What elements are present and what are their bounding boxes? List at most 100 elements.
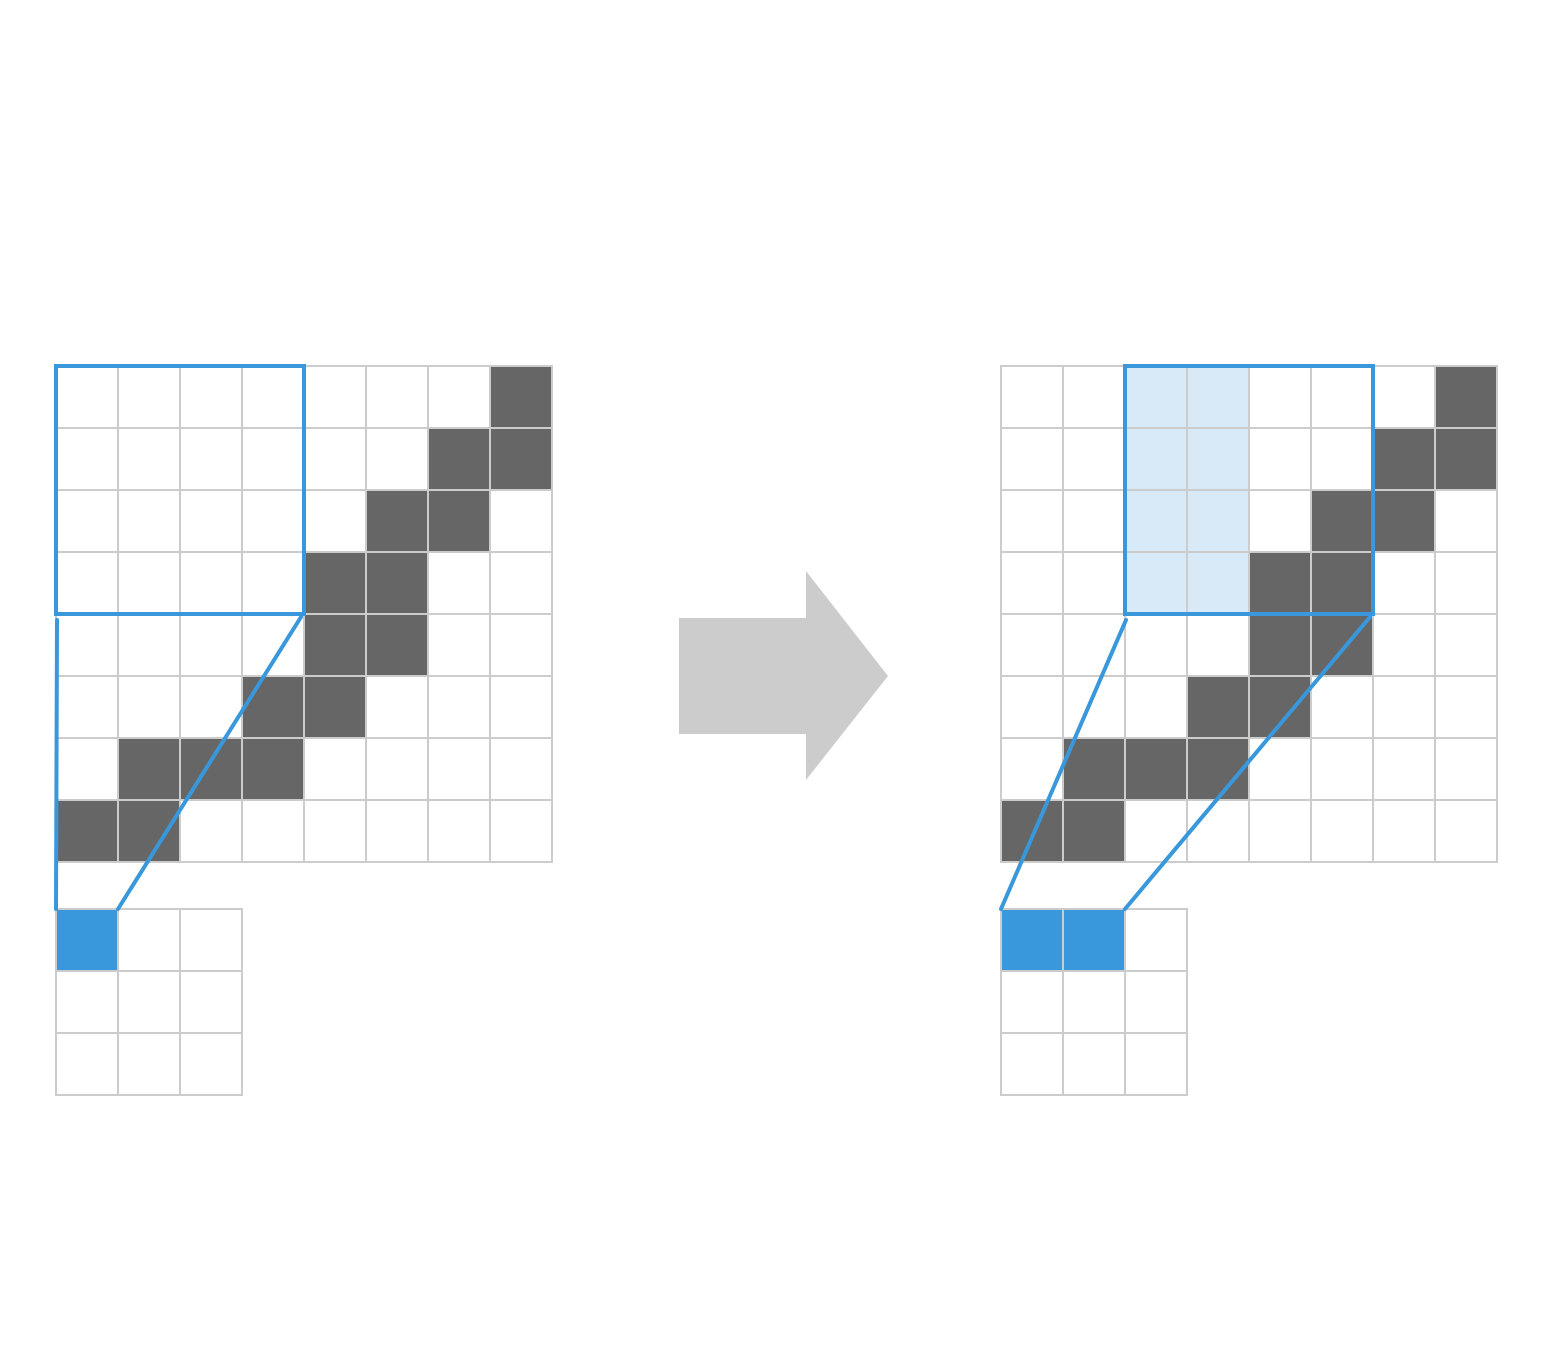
input-cell — [1372, 799, 1436, 863]
input-cell-filled — [1186, 737, 1250, 801]
output-cell — [1062, 970, 1126, 1034]
input-cell — [427, 737, 491, 801]
input-cell — [241, 551, 305, 615]
input-cell — [1248, 799, 1312, 863]
input-cell — [179, 427, 243, 491]
input-cell — [427, 675, 491, 739]
connector-line-right — [1123, 615, 1372, 911]
input-cell — [1310, 365, 1374, 429]
input-cell-filled — [303, 675, 367, 739]
input-cell — [1186, 799, 1250, 863]
output-cell — [179, 908, 243, 972]
input-cell — [427, 613, 491, 677]
right-arrow-icon — [679, 571, 888, 780]
input-cell-highlighted — [1124, 489, 1188, 553]
input-cell — [1062, 675, 1126, 739]
input-cell — [1000, 675, 1064, 739]
input-cell — [1000, 489, 1064, 553]
input-cell-highlighted — [1186, 365, 1250, 429]
input-cell — [1186, 613, 1250, 677]
input-cell-filled — [489, 365, 553, 429]
input-cell — [55, 427, 119, 491]
input-cell — [1062, 427, 1126, 491]
input-cell — [303, 427, 367, 491]
output-cell — [179, 1032, 243, 1096]
input-cell — [241, 799, 305, 863]
input-cell-filled — [303, 613, 367, 677]
input-cell — [55, 365, 119, 429]
output-cell — [55, 970, 119, 1034]
input-cell — [427, 799, 491, 863]
input-cell — [489, 799, 553, 863]
input-cell — [179, 365, 243, 429]
input-cell — [489, 675, 553, 739]
input-cell — [365, 365, 429, 429]
input-cell-filled — [1000, 799, 1064, 863]
input-cell — [1124, 799, 1188, 863]
input-cell — [1434, 799, 1498, 863]
input-cell — [117, 551, 181, 615]
input-cell — [1372, 737, 1436, 801]
input-cell — [117, 675, 181, 739]
input-cell-filled — [1248, 675, 1312, 739]
input-cell-filled — [117, 737, 181, 801]
input-cell-filled — [1062, 799, 1126, 863]
input-cell-highlighted — [1124, 551, 1188, 615]
input-cell — [179, 489, 243, 553]
input-cell — [1124, 675, 1188, 739]
kernel-window-outline — [54, 364, 306, 616]
input-cell — [427, 365, 491, 429]
input-cell-highlighted — [1186, 489, 1250, 553]
output-cell — [55, 1032, 119, 1096]
input-cell — [1000, 551, 1064, 615]
input-cell-filled — [1372, 489, 1436, 553]
output-cell — [1124, 1032, 1188, 1096]
input-cell — [1248, 489, 1312, 553]
input-cell-filled — [1434, 365, 1498, 429]
input-cell-filled — [1310, 551, 1374, 615]
input-cell — [365, 427, 429, 491]
input-cell — [1124, 613, 1188, 677]
input-cell — [1434, 551, 1498, 615]
input-cell-filled — [1434, 427, 1498, 491]
input-cell — [241, 365, 305, 429]
input-cell — [117, 365, 181, 429]
input-cell — [1248, 427, 1312, 491]
input-cell — [241, 489, 305, 553]
input-cell — [489, 737, 553, 801]
input-cell — [489, 613, 553, 677]
input-cell — [1310, 737, 1374, 801]
input-cell — [427, 551, 491, 615]
kernel-window-outline — [1123, 364, 1375, 616]
input-cell — [365, 675, 429, 739]
input-cell — [303, 489, 367, 553]
input-cell — [1434, 675, 1498, 739]
input-cell-filled — [1310, 489, 1374, 553]
input-cell — [1434, 737, 1498, 801]
input-cell-filled — [241, 737, 305, 801]
input-cell — [489, 489, 553, 553]
input-cell — [1000, 613, 1064, 677]
input-cell — [365, 799, 429, 863]
input-cell-highlighted — [1186, 427, 1250, 491]
input-cell — [1310, 799, 1374, 863]
input-cell — [179, 799, 243, 863]
input-cell — [1000, 427, 1064, 491]
output-cell — [117, 908, 181, 972]
input-cell-filled — [117, 799, 181, 863]
input-cell-highlighted — [1124, 365, 1188, 429]
connector-line-right — [116, 615, 303, 911]
input-cell — [55, 675, 119, 739]
input-cell-filled — [427, 489, 491, 553]
input-cell — [1000, 365, 1064, 429]
input-cell — [1372, 613, 1436, 677]
input-cell — [1434, 489, 1498, 553]
input-cell — [55, 737, 119, 801]
input-cell — [241, 427, 305, 491]
output-cell — [1124, 908, 1188, 972]
input-cell — [1372, 551, 1436, 615]
input-cell — [489, 551, 553, 615]
input-cell-filled — [303, 551, 367, 615]
input-cell-filled — [1186, 675, 1250, 739]
